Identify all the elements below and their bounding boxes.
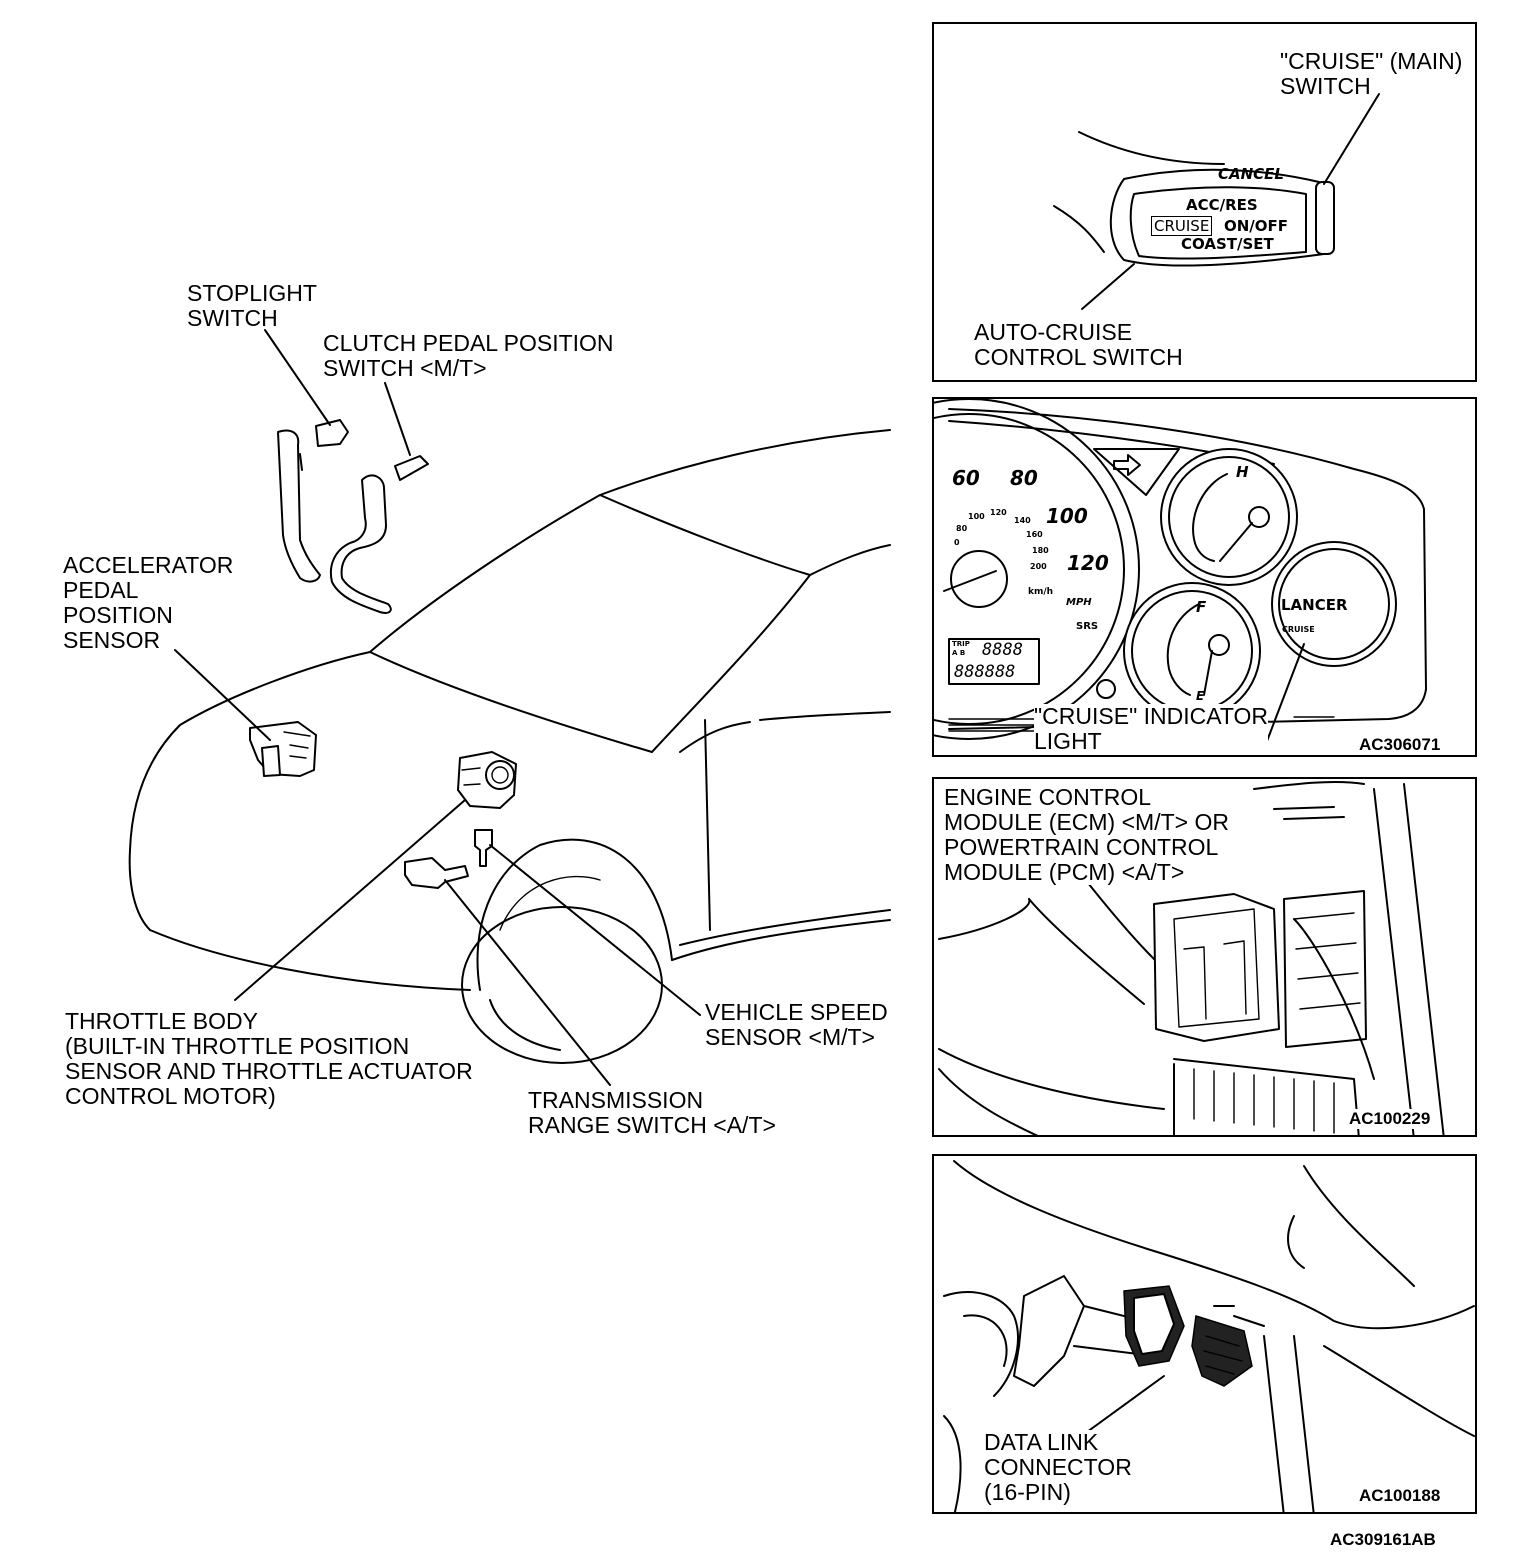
- accelerator-sensor-label: ACCELERATOR PEDAL POSITION SENSOR: [63, 552, 234, 653]
- trip-text: TRIP: [952, 640, 970, 648]
- figure-code: AC309161AB: [1330, 1530, 1436, 1549]
- coast-set-text: COAST/SET: [1181, 235, 1274, 253]
- cruise-lamp-text: CRUISE: [1282, 625, 1315, 634]
- dlc-panel: DATA LINK CONNECTOR (16-PIN) AC100188: [932, 1154, 1477, 1514]
- cruise-main-switch-label: "CRUISE" (MAIN) SWITCH: [1280, 48, 1463, 99]
- ecm-pcm-label: ENGINE CONTROL MODULE (ECM) <M/T> OR POW…: [944, 784, 1229, 885]
- cruise-indicator-label: "CRUISE" INDICATOR LIGHT: [1034, 703, 1268, 754]
- ecm-panel: ENGINE CONTROL MODULE (ECM) <M/T> OR POW…: [932, 777, 1477, 1137]
- kmh-140: 140: [1014, 516, 1031, 525]
- kmh-0: 0: [954, 538, 960, 547]
- cancel-text: CANCEL: [1218, 165, 1284, 183]
- kmh-200: 200: [1030, 562, 1047, 571]
- ecm-code: AC100229: [1349, 1109, 1431, 1129]
- cruise-switch-panel: CANCEL ACC/RES CRUISE ON/OFF COAST/SET "…: [932, 22, 1477, 382]
- dlc-drawing: [943, 1160, 1475, 1512]
- transmission-range-switch-label: TRANSMISSION RANGE SWITCH <A/T>: [528, 1087, 776, 1138]
- kmh-160: 160: [1026, 530, 1043, 539]
- cluster-code: AC306071: [1359, 735, 1441, 754]
- trip-ab-text: A B: [952, 649, 966, 657]
- cruise-button-text: CRUISE: [1151, 216, 1213, 236]
- mph-80: 80: [1010, 466, 1038, 490]
- mph-unit: MPH: [1066, 597, 1092, 608]
- kmh-120: 120: [990, 508, 1007, 517]
- ecm-drawing: [938, 780, 1445, 1135]
- mph-100: 100: [1046, 504, 1088, 528]
- acc-res-text: ACC/RES: [1186, 196, 1258, 214]
- fuel-f-text: F: [1196, 598, 1207, 616]
- srs-text: SRS: [1076, 621, 1099, 632]
- lancer-brand: LANCER: [1281, 596, 1348, 614]
- kmh-100: 100: [968, 512, 985, 521]
- clutch-switch-label: CLUTCH PEDAL POSITION SWITCH <M/T>: [323, 330, 614, 381]
- cruise-lever-drawing: [1053, 93, 1380, 310]
- trip-digits: 8888: [982, 640, 1023, 660]
- kmh-unit: km/h: [1028, 587, 1054, 597]
- car-illustration: [128, 329, 891, 1086]
- cluster-drawing: [934, 399, 1427, 742]
- throttle-body-label: THROTTLE BODY (BUILT-IN THROTTLE POSITIO…: [65, 1008, 473, 1109]
- kmh-80: 80: [956, 524, 968, 533]
- odometer-digits: 888888: [954, 662, 1016, 682]
- dlc-code: AC100188: [1359, 1486, 1441, 1505]
- dlc-label: DATA LINK CONNECTOR (16-PIN): [984, 1429, 1132, 1505]
- auto-cruise-control-switch-label: AUTO-CRUISE CONTROL SWITCH: [974, 319, 1183, 370]
- kmh-180: 180: [1032, 546, 1049, 555]
- temp-h-text: H: [1236, 463, 1249, 481]
- fuel-e-text: E: [1196, 689, 1205, 703]
- on-off-text: ON/OFF: [1224, 217, 1289, 235]
- mph-120: 120: [1067, 551, 1109, 575]
- mph-60: 60: [952, 466, 980, 490]
- cluster-panel: 60 80 100 120 80 100 120 140 160 180 200…: [932, 397, 1477, 757]
- vehicle-speed-sensor-label: VEHICLE SPEED SENSOR <M/T>: [705, 999, 888, 1050]
- stoplight-switch-label: STOPLIGHT SWITCH: [187, 280, 317, 331]
